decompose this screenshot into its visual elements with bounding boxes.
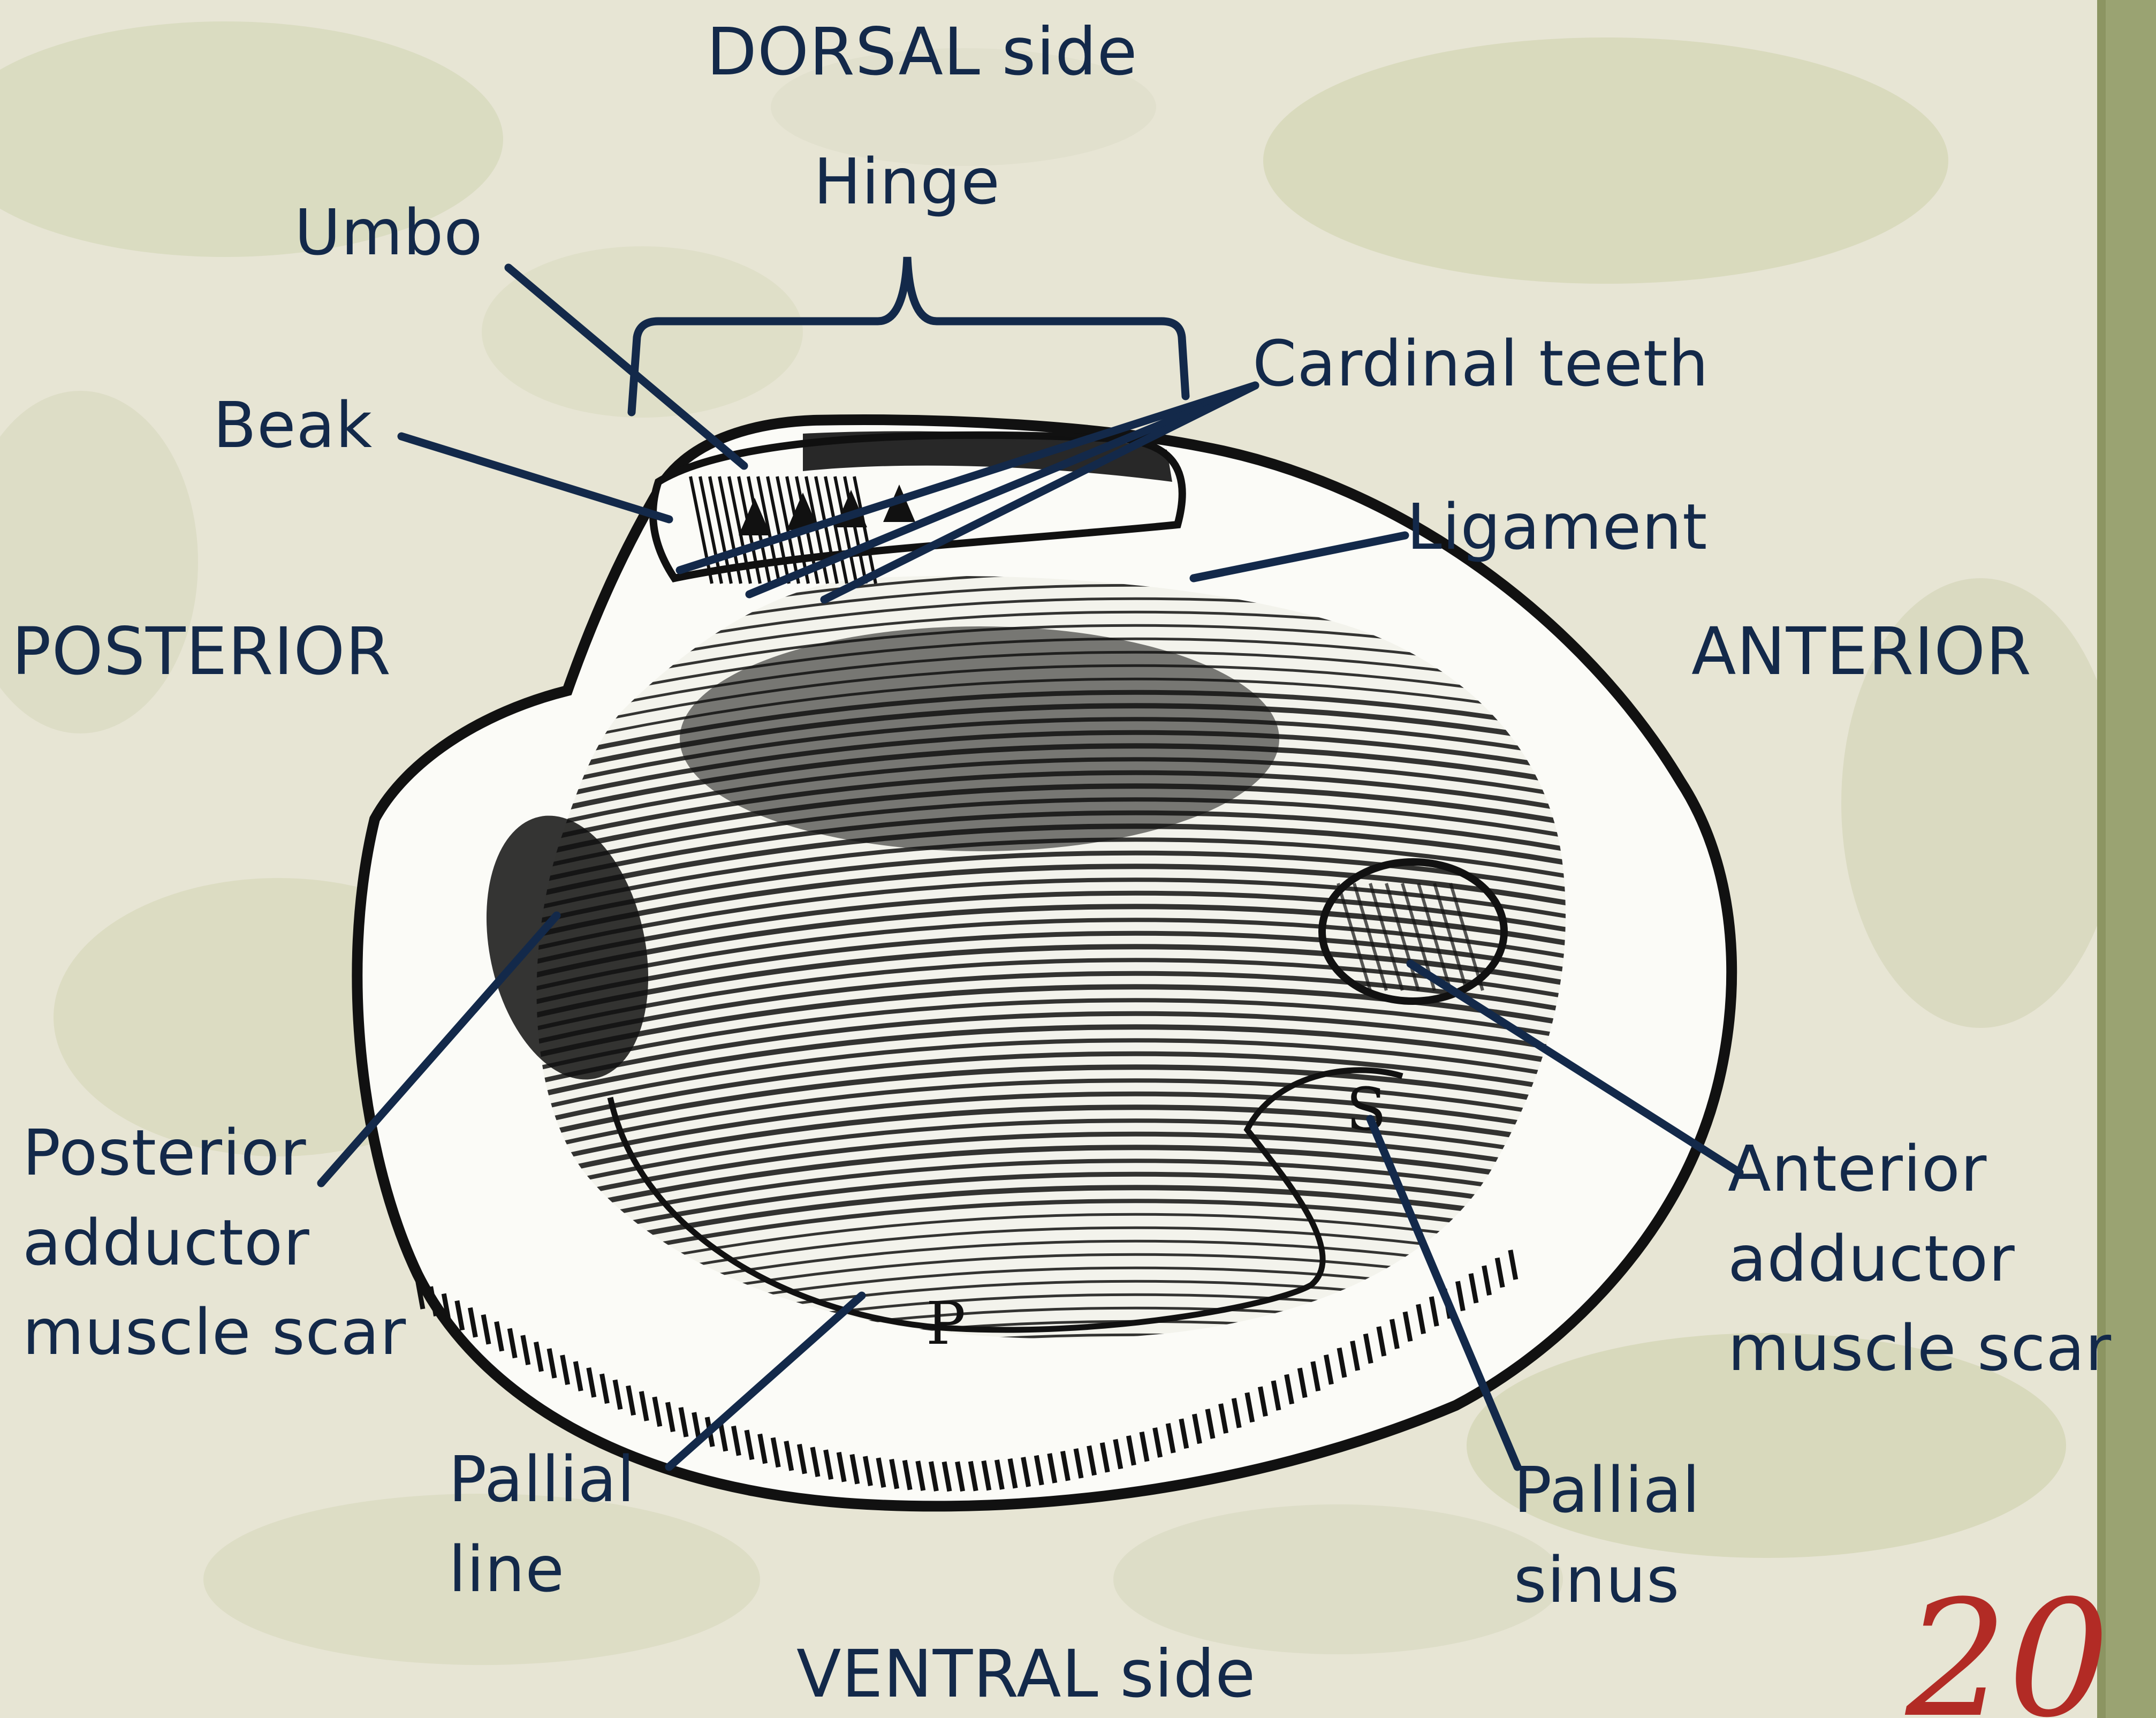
pallial-line-label: Pallial line	[449, 1435, 635, 1614]
hinge-label: Hinge	[814, 147, 1000, 217]
posterior-label: POSTERIOR	[12, 616, 391, 687]
anterior-adductor-scar-label: Anterior adductor muscle scar	[1728, 1124, 2112, 1394]
anterior-label: ANTERIOR	[1691, 616, 2032, 687]
pallial-sinus-label: Pallial sinus	[1514, 1445, 1700, 1625]
beak-leader	[401, 436, 669, 519]
letter-p: P	[926, 1289, 966, 1358]
umbo-leader	[508, 268, 744, 466]
cavity-shadow	[680, 626, 1279, 851]
cardinal-teeth-label: Cardinal teeth	[1252, 329, 1709, 399]
ligament-label: Ligament	[1407, 493, 1707, 562]
umbo-label: Umbo	[294, 198, 483, 268]
hinge-brace	[632, 257, 1186, 412]
ventral-side-label: VENTRAL side	[796, 1638, 1256, 1710]
posterior-adductor-scar-label: Posterior adductor muscle scar	[22, 1108, 406, 1378]
page-number: 20	[1906, 1579, 2110, 1718]
dorsal-side-label: DORSAL side	[707, 16, 1138, 88]
beak-label: Beak	[213, 391, 373, 460]
